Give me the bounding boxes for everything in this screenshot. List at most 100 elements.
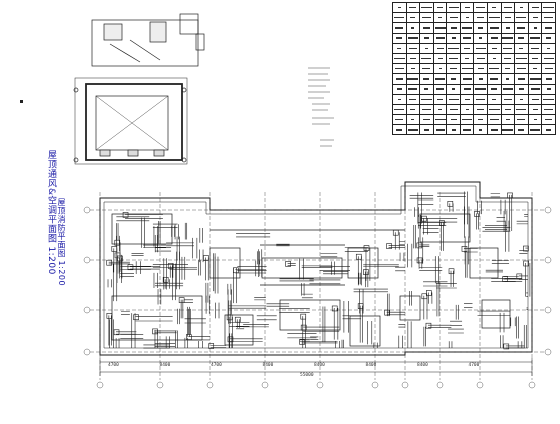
duct-segment: [135, 316, 173, 322]
legend-cell: [459, 1, 475, 14]
duct-segment: [301, 341, 338, 344]
legend-cell: [541, 42, 556, 54]
duct-segment: [131, 253, 144, 256]
diffuser: [355, 253, 362, 260]
diffuser: [167, 263, 174, 269]
legend-cell: [487, 103, 502, 116]
legend-cell: [514, 1, 529, 14]
duct-segment: [441, 222, 444, 251]
legend-cell: [514, 124, 529, 136]
legend-cell: [459, 63, 475, 75]
diffuser: [117, 255, 123, 262]
duct-segment: [177, 308, 180, 325]
diffuser: [447, 201, 454, 207]
diffuser: [421, 293, 428, 300]
duct-segment: [323, 271, 349, 275]
legend-cell: [541, 93, 556, 105]
legend-cell: [405, 73, 421, 85]
legend-cell: [446, 52, 461, 65]
duct-segment: [322, 306, 326, 343]
duct-segment: [229, 333, 233, 348]
legend-cell: [541, 83, 556, 95]
legend-cell: [392, 32, 407, 44]
duct-segment: [154, 343, 176, 347]
legend-cell: [432, 42, 448, 54]
duct-segment: [395, 266, 405, 272]
legend-cell: [432, 22, 448, 34]
legend-cell: [514, 52, 529, 65]
diffuser: [416, 257, 423, 264]
diffuser: [203, 255, 209, 261]
legend-cell: [419, 83, 434, 95]
diffuser: [133, 314, 139, 321]
legend-cell: [432, 83, 448, 95]
diffuser: [426, 290, 432, 296]
legend-cell: [405, 93, 421, 105]
duct-segment: [320, 252, 338, 258]
duct-segment: [463, 248, 478, 253]
legend-cell: [541, 103, 556, 116]
legend-cell: [405, 32, 421, 44]
legend-cell: [500, 73, 516, 85]
duct-segment: [155, 247, 172, 252]
duct-segment: [450, 270, 454, 287]
duct-segment: [163, 258, 167, 290]
duct-segment: [169, 265, 174, 278]
duct-segment: [276, 243, 290, 247]
duct-segment: [109, 319, 114, 348]
duct-segment: [421, 218, 458, 223]
legend-cell: [419, 124, 434, 136]
duct-segment: [484, 224, 507, 230]
legend-cell: [487, 124, 502, 136]
diffuser: [106, 259, 113, 266]
duct-segment: [448, 341, 453, 348]
legend-cell: [514, 114, 529, 126]
duct-segment: [357, 256, 362, 286]
duct-segment: [518, 275, 528, 280]
legend-cell: [487, 1, 502, 14]
legend-cell: [392, 42, 407, 54]
duct-segment: [258, 249, 263, 277]
legend-cell: [487, 63, 502, 75]
duct-segment: [341, 339, 344, 348]
duct-segment: [417, 199, 434, 205]
duct-segment: [125, 214, 163, 219]
legend-cell: [446, 63, 461, 75]
duct-segment: [310, 336, 319, 341]
legend-cell: [405, 124, 421, 136]
duct-segment: [399, 241, 405, 245]
legend-cell: [459, 42, 475, 54]
duct-segment: [503, 275, 519, 280]
diffuser: [178, 297, 185, 303]
duct-segment: [503, 210, 508, 232]
duct-segment: [287, 263, 296, 266]
duct-segment: [135, 261, 141, 275]
legend-cell: [432, 124, 448, 136]
duct-segment: [500, 199, 506, 215]
legend-cell: [392, 114, 407, 126]
legend-cell: [432, 73, 448, 85]
duct-segment: [120, 273, 134, 277]
duct-segment: [476, 213, 479, 230]
diffuser: [208, 343, 215, 349]
diffuser: [331, 305, 338, 312]
duct-segment: [367, 321, 373, 345]
duct-segment: [205, 257, 209, 281]
duct-segment: [353, 288, 388, 293]
legend-cell: [432, 1, 448, 14]
duct-segment: [436, 280, 440, 317]
duct-segment: [526, 307, 528, 310]
diffuser: [226, 314, 233, 321]
legend-cell: [446, 114, 461, 126]
legend-cell: [473, 12, 489, 24]
duct-segment: [482, 227, 511, 232]
duct-segment: [198, 341, 203, 348]
legend-cell: [500, 22, 516, 34]
legend-cell: [459, 93, 475, 105]
diffuser: [421, 215, 427, 222]
dimension-mark: 8400: [314, 363, 325, 368]
diffuser: [416, 242, 423, 249]
duct-segment: [152, 223, 178, 228]
diffuser: [516, 273, 523, 280]
legend-cell: [392, 73, 407, 85]
